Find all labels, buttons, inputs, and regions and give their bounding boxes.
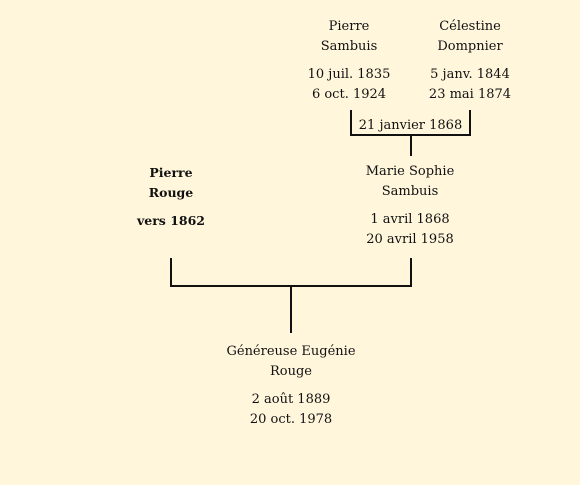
person-name-line1: Pierre [149, 165, 193, 180]
person-name-line2: Rouge [269, 364, 312, 379]
grandparents-left-drop [350, 110, 352, 136]
person-genereuse-eugenie-rouge[interactable]: Généreuse Eugénie Rouge 2 août 1889 20 o… [211, 342, 371, 430]
person-birth-date: 1 avril 1868 [370, 212, 450, 227]
person-pierre-sambuis[interactable]: Pierre Sambuis 10 juil. 1835 6 oct. 1924 [299, 17, 399, 105]
person-death-date: 20 oct. 1978 [249, 412, 333, 427]
person-dates: 1 avril 1868 20 avril 1958 [350, 210, 470, 250]
grandparents-right-drop [469, 110, 471, 136]
grandparents-marriage-date: 21 janvier 1868 [358, 118, 463, 133]
person-birth-date: 5 janv. 1844 [430, 67, 510, 82]
parents-descent-line [290, 285, 292, 333]
person-name-line1: Généreuse Eugénie [226, 344, 356, 359]
parents-left-drop [170, 258, 172, 287]
person-dates: 2 août 1889 20 oct. 1978 [211, 390, 371, 430]
person-name-line1: Célestine [439, 19, 501, 34]
person-dates: 5 janv. 1844 23 mai 1874 [420, 65, 520, 105]
person-birth-date: 2 août 1889 [251, 392, 331, 407]
person-birth-date: 10 juil. 1835 [307, 67, 391, 82]
person-name-line2: Dompnier [437, 39, 503, 54]
person-celestine-dompnier[interactable]: Célestine Dompnier 5 janv. 1844 23 mai 1… [420, 17, 520, 105]
person-name-line1: Pierre [328, 19, 370, 34]
person-birth-date: vers 1862 [137, 213, 205, 228]
person-pierre-rouge[interactable]: Pierre Rouge vers 1862 [121, 163, 221, 231]
person-dates: 10 juil. 1835 6 oct. 1924 [299, 65, 399, 105]
parents-right-drop [410, 258, 412, 287]
person-name-line2: Sambuis [320, 39, 378, 54]
person-death-date: 6 oct. 1924 [311, 87, 387, 102]
person-marie-sophie-sambuis[interactable]: Marie Sophie Sambuis 1 avril 1868 20 avr… [350, 162, 470, 250]
person-name-line2: Rouge [148, 185, 194, 200]
person-death-date: 23 mai 1874 [428, 87, 512, 102]
person-death-date: 20 avril 1958 [366, 232, 454, 247]
person-name-line1: Marie Sophie [365, 164, 455, 179]
person-dates: vers 1862 [121, 211, 221, 231]
grandparents-descent-line [410, 134, 412, 156]
person-name-line2: Sambuis [381, 184, 439, 199]
